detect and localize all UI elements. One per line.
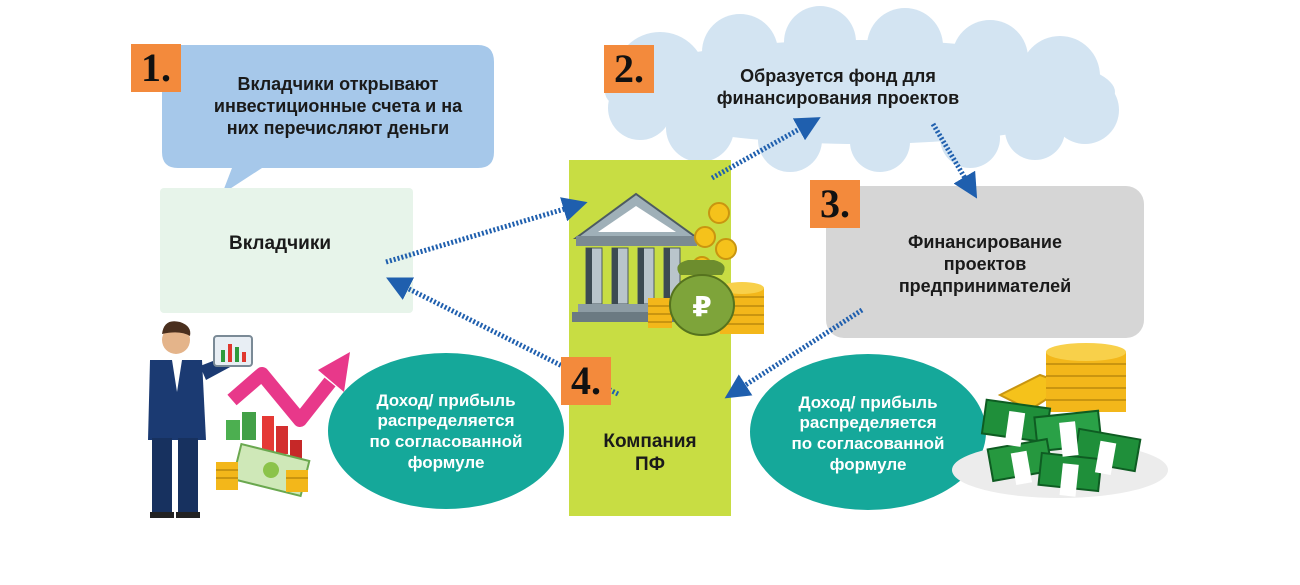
step-1-text: Вкладчики открывают инвестиционные счета…	[213, 74, 463, 138]
step-number-4: 4.	[561, 357, 611, 405]
arrow-financing-to-company	[724, 307, 864, 399]
step-number-3: 3.	[810, 180, 860, 228]
speech-bubble	[162, 45, 494, 194]
investors-panel	[160, 188, 413, 313]
step-3-text: Финансирование проектов предпринимателей	[898, 232, 1072, 296]
income-left-text: Доход/ прибыль распределяется по согласо…	[369, 390, 523, 472]
growth-chart-icon	[216, 352, 350, 498]
income-ellipse-left	[328, 353, 564, 509]
step-2-text: Образуется фонд для финансирования проек…	[716, 66, 960, 108]
svg-text:₽: ₽	[692, 290, 711, 323]
income-ellipse-right	[750, 354, 986, 510]
arrow-investors-to-company	[385, 197, 588, 265]
step-number-1: 1.	[131, 44, 181, 92]
cloud	[605, 6, 1119, 172]
money-bag-icon: ₽	[669, 260, 735, 336]
company-label: Компания ПФ	[603, 430, 697, 475]
income-right-text: Доход/ прибыль распределяется по согласо…	[791, 392, 945, 474]
arrow-fund-to-financing	[930, 122, 978, 199]
bank-building-icon	[572, 192, 702, 322]
investors-label: Вкладчики	[228, 233, 332, 255]
businessman-icon	[148, 321, 253, 518]
arrow-company-to-fund	[710, 117, 821, 181]
financing-panel	[826, 186, 1144, 338]
cash-stack-icon	[952, 343, 1168, 498]
step-number-2: 2.	[604, 45, 654, 93]
